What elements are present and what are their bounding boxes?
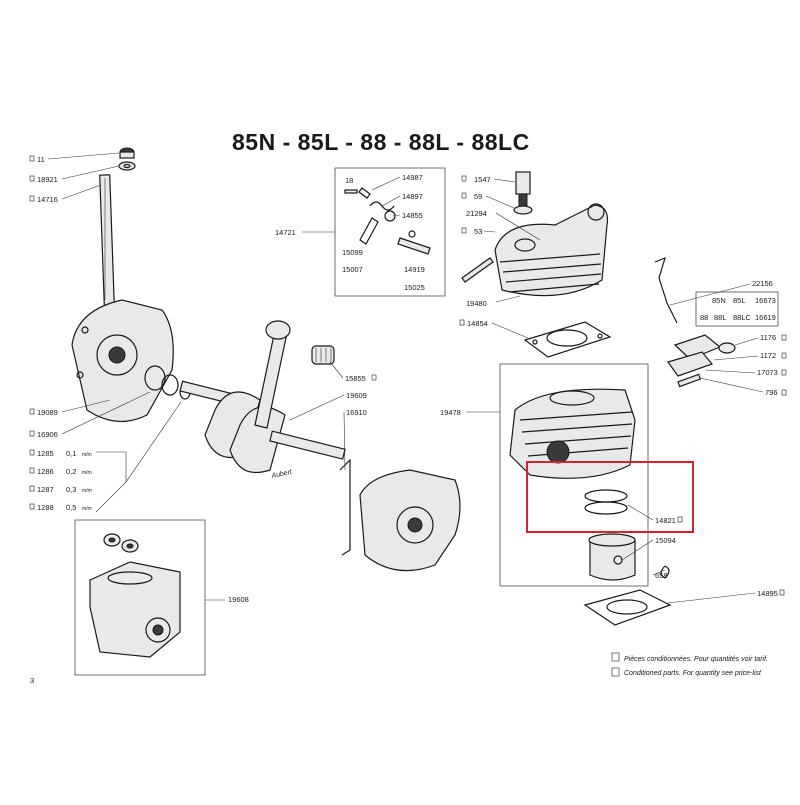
head-bolt <box>461 257 494 283</box>
svg-text:Pièces conditionnées. Pour qua: Pièces conditionnées. Pour quantités voi… <box>624 656 768 663</box>
shim-row: 1285 0,1 m/m <box>29 449 92 458</box>
label-19480: 19480 <box>466 299 487 308</box>
label-15007: 15007 <box>342 265 363 274</box>
label-14855: 14855 <box>402 211 423 220</box>
label-16906: 16906 <box>37 430 58 439</box>
svg-text:0,5: 0,5 <box>66 503 76 512</box>
svg-text:85L: 85L <box>733 296 746 305</box>
shim-list: 1285 0,1 m/m 1286 0,2 m/m 1287 0,3 m/m 1… <box>29 401 182 513</box>
right-crankcase <box>339 458 461 572</box>
piston <box>588 533 670 581</box>
shim-row: 1288 0,5 m/m <box>29 503 92 512</box>
label-14895: 14895 <box>757 589 778 598</box>
svg-text:88: 88 <box>700 313 708 322</box>
svg-text:85N: 85N <box>712 296 726 305</box>
label-1547: 1547 <box>474 175 491 184</box>
label-658: 658 <box>655 571 668 580</box>
crankcase-assembly <box>89 533 181 658</box>
label-15094: 15094 <box>655 536 676 545</box>
svg-text:1285: 1285 <box>37 449 54 458</box>
label-14987: 14987 <box>402 173 423 182</box>
shim-row: 1286 0,2 m/m <box>29 467 92 476</box>
label-15025: 15025 <box>404 283 425 292</box>
conditioned-parts-icon <box>611 667 620 677</box>
svg-text:18921: 18921 <box>37 175 58 184</box>
label-14821: 14821 <box>655 516 676 525</box>
svg-text:1287: 1287 <box>37 485 54 494</box>
svg-text:Conditioned parts. For quantit: Conditioned parts. For quantity see pric… <box>624 670 762 677</box>
label-14854: 14854 <box>467 319 488 328</box>
label-21294: 21294 <box>466 209 487 218</box>
svg-text:1286: 1286 <box>37 467 54 476</box>
svg-text:1288: 1288 <box>37 503 54 512</box>
svg-text:m/m: m/m <box>82 452 92 458</box>
conditioned-parts-icon <box>611 652 620 662</box>
svg-text:m/m: m/m <box>82 470 92 476</box>
svg-text:m/m: m/m <box>82 488 92 494</box>
label-15855: 15855 <box>345 374 366 383</box>
ignition-parts-box <box>334 167 446 297</box>
label-19608: 19608 <box>228 595 249 604</box>
label-53: 53 <box>474 227 482 236</box>
crankcase-box <box>74 519 206 676</box>
svg-text:m/m: m/m <box>82 506 92 512</box>
decompressor-assembly <box>654 256 736 388</box>
shim-row: 1287 0,3 m/m <box>29 485 92 494</box>
svg-text:14716: 14716 <box>37 195 58 204</box>
tag-14716: 14716 <box>29 184 102 204</box>
page-title: 85N - 85L - 88 - 88L - 88LC <box>232 129 530 155</box>
stud-nut-group <box>99 147 136 308</box>
cylinder-barrel <box>509 388 636 479</box>
svg-text:0,2: 0,2 <box>66 467 76 476</box>
left-crankcase <box>71 299 174 423</box>
svg-text:16619: 16619 <box>755 313 776 322</box>
artist-signature: Aubert <box>270 469 294 481</box>
label-19609: 19609 <box>346 391 367 400</box>
label-1176: 1176 <box>760 333 776 342</box>
svg-text:88L: 88L <box>714 313 727 322</box>
label-16910: 16910 <box>346 408 367 417</box>
label-22156: 22156 <box>752 279 773 288</box>
head-gasket <box>523 321 612 358</box>
label-59: 59 <box>474 192 482 201</box>
needle-bearing <box>311 345 335 365</box>
spark-plug <box>513 171 533 215</box>
svg-text:88LC: 88LC <box>733 313 752 322</box>
cylinder-box <box>499 363 649 587</box>
svg-text:16673: 16673 <box>755 296 776 305</box>
svg-text:0,3: 0,3 <box>66 485 76 494</box>
svg-text:11: 11 <box>37 155 45 164</box>
label-1172: 1172 <box>760 351 776 360</box>
label-14919: 14919 <box>404 265 425 274</box>
label-19478: 19478 <box>440 408 461 417</box>
label-15099: 15099 <box>342 248 363 257</box>
label-796: 796 <box>765 388 778 397</box>
svg-text:0,1: 0,1 <box>66 449 76 458</box>
tag-18921: 18921 <box>29 165 120 184</box>
piston-rings <box>584 489 628 515</box>
label-18: 18 <box>345 176 353 185</box>
model-table-box <box>695 291 779 327</box>
crankshaft <box>179 320 346 474</box>
label-14721: 14721 <box>275 228 296 237</box>
base-gasket <box>583 589 672 626</box>
cylinder-head <box>494 203 609 297</box>
label-17073: 17073 <box>757 368 778 377</box>
highlight-box <box>526 461 694 533</box>
conditioned-parts-note: Pièces conditionnées. Pour quantités voi… <box>611 652 768 677</box>
model-table: 85N 85L 16673 88 88L 88LC 16619 <box>700 296 776 322</box>
page-number: 3 <box>30 676 34 685</box>
label-14897: 14897 <box>402 192 423 201</box>
label-19089: 19089 <box>37 408 58 417</box>
tag-11: 11 <box>29 152 120 164</box>
